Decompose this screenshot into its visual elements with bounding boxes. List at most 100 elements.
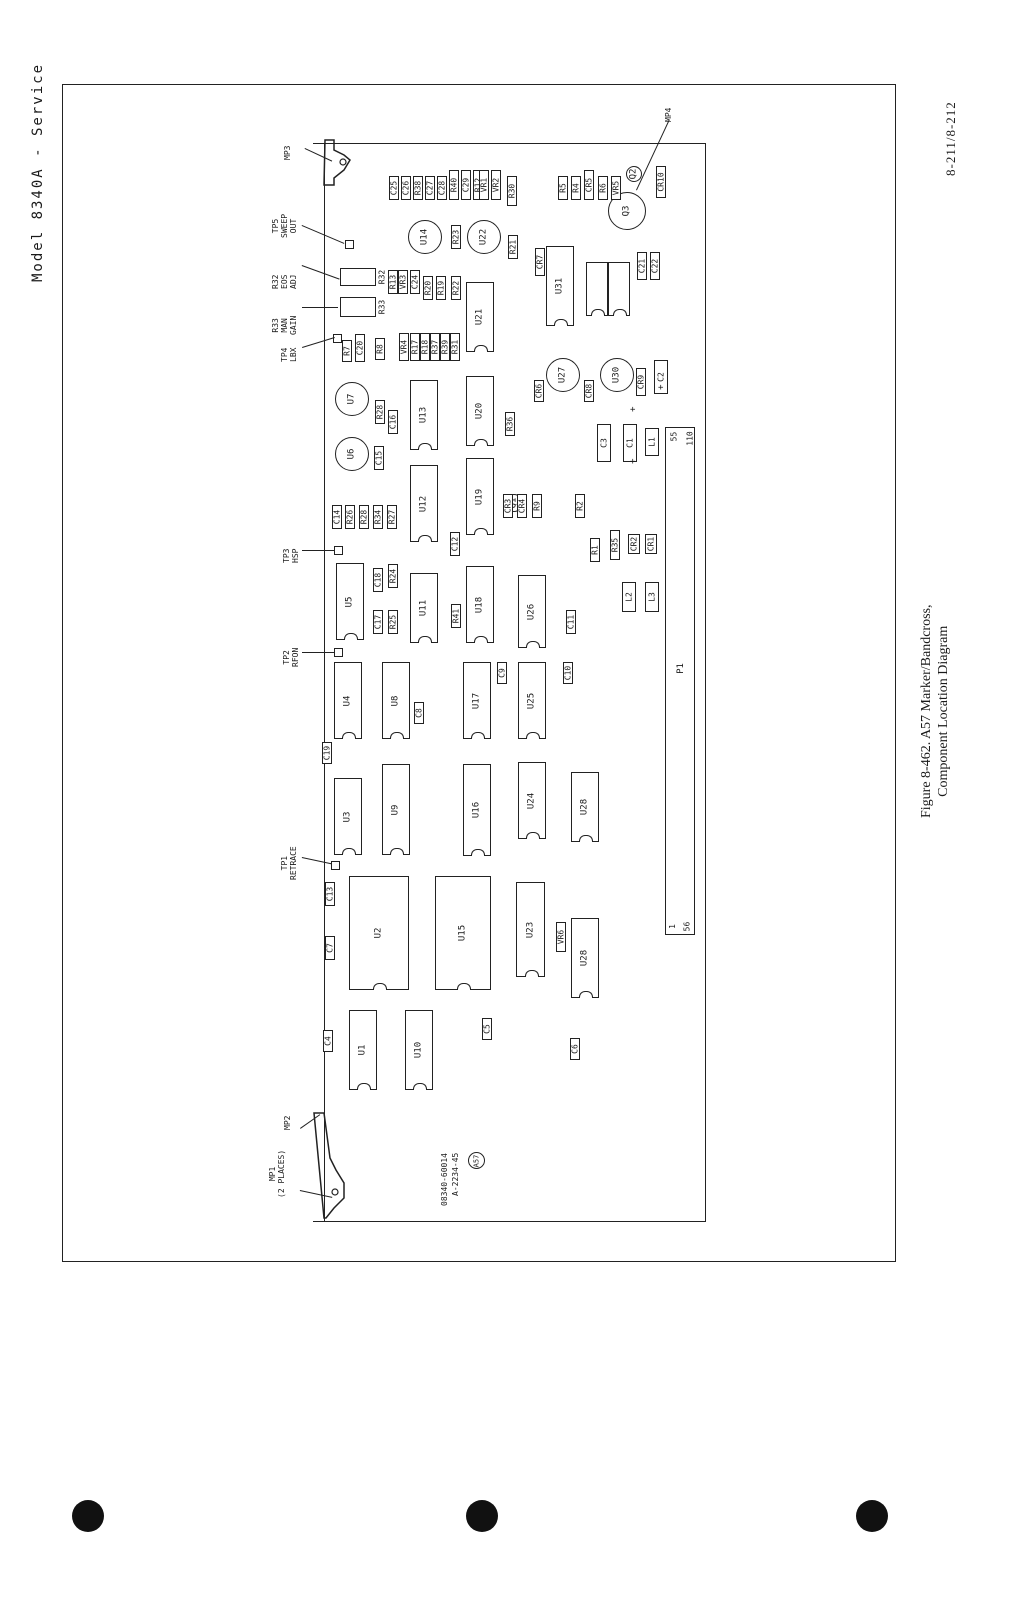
component-r28: R28 — [375, 400, 385, 424]
component-r13-label: R13 — [388, 274, 398, 290]
registration-dot — [466, 1500, 498, 1532]
component-cr10-label: CR10 — [656, 172, 666, 192]
component-cr8: CR8 — [584, 380, 594, 402]
ic-u28a: U28 — [571, 918, 599, 998]
component-r7-label: R7 — [342, 346, 352, 356]
component-c21: C21 — [637, 252, 647, 280]
component-r39-label: R39 — [440, 339, 450, 355]
ic-u15-label: U15 — [457, 924, 468, 942]
p1-edge-connector — [665, 427, 695, 935]
component-c9: C9 — [497, 662, 507, 684]
component-vr1-label: VR1 — [479, 177, 489, 193]
component-c17-label: C17 — [373, 614, 383, 630]
component-r31: R31 — [450, 333, 460, 361]
component-cr10: CR10 — [656, 166, 666, 198]
mp3-mounting-ear — [323, 139, 351, 186]
component-l3: L3 — [645, 582, 659, 612]
component-vr5: VR5 — [611, 176, 621, 200]
ic-u18-label: U18 — [474, 596, 485, 613]
component-c18-label: C18 — [373, 572, 383, 588]
round-part-u27-label: U27 — [557, 366, 568, 384]
component-c28: C28 — [437, 176, 447, 200]
ic-u5-label: U5 — [344, 596, 355, 607]
round-part-u6-label: U6 — [346, 448, 357, 460]
component-r20: R20 — [423, 276, 433, 300]
component-r36: R36 — [505, 412, 515, 436]
component-r2-label: R2 — [575, 501, 585, 511]
ic-u17: U17 — [463, 662, 491, 739]
component-c5-label: C5 — [482, 1024, 492, 1034]
ic-u19: U19 — [466, 458, 494, 535]
p1-pin-1: 1 — [667, 924, 677, 929]
circuit-board-outline — [313, 143, 706, 1222]
ic-u12: U12 — [410, 465, 438, 542]
ic-u31: U31 — [546, 246, 574, 326]
ic-u3-label: U3 — [342, 811, 353, 822]
component-r18-label: R18 — [420, 339, 430, 355]
component-c20: C20 — [355, 334, 365, 362]
round-part-u14-label: U14 — [419, 228, 430, 246]
component-cr7-label: CR7 — [535, 254, 545, 270]
ic-u15: U15 — [435, 876, 491, 990]
tp5-label: TP5 SWEEP OUT — [271, 213, 298, 238]
component-l2-label: L2 — [624, 592, 634, 602]
round-part-q2-label: Q2 — [628, 168, 639, 180]
component-r1-label: R1 — [590, 545, 600, 555]
component-r24: R24 — [388, 564, 398, 588]
component-r36-label: R36 — [505, 416, 515, 432]
component-cr6: CR6 — [534, 380, 544, 402]
mp1-label: MP1 (2 PLACES) — [268, 1149, 286, 1198]
ic-u16-label: U16 — [471, 801, 482, 819]
round-part-u6: U6 — [335, 437, 369, 471]
tp2-label: TP2 RFON — [282, 647, 300, 667]
page-header: Model 8340A - Service — [30, 62, 46, 282]
component-r26-label: R26 — [345, 509, 355, 525]
component-c15-label: C15 — [374, 450, 384, 466]
component-c26-label: C26 — [401, 180, 411, 196]
board-part-number: 08340-60014 — [440, 1153, 449, 1206]
component-c11: C11 — [566, 610, 576, 634]
ic-u13-label: U13 — [418, 406, 429, 424]
r33-resistor: R33 — [376, 297, 387, 317]
ic-u26: U26 — [518, 575, 546, 648]
component-r35-label: R35 — [610, 537, 620, 553]
component-vr5-label: VR5 — [611, 180, 621, 196]
ic-u11: U11 — [410, 573, 438, 643]
round-part-u27: U27 — [546, 358, 580, 392]
ic-u28a-label: U28 — [579, 949, 590, 967]
ic-u17-label: U17 — [471, 692, 482, 709]
component-c10: C10 — [563, 662, 573, 684]
ic-u12-label: U12 — [418, 495, 429, 512]
component-c9-label: C9 — [497, 668, 507, 678]
component-c14-label: C14 — [332, 509, 342, 525]
p1-pin-55: 55 — [669, 431, 679, 442]
component-r2: R2 — [575, 494, 585, 518]
component-c5: C5 — [482, 1018, 492, 1040]
ic-u1: U1 — [349, 1010, 377, 1090]
caption-line-1: Figure 8-462. A57 Marker/Bandcross, — [919, 604, 934, 818]
component-c15: C15 — [374, 446, 384, 470]
ic-u4-label: U4 — [342, 695, 353, 706]
component-c18: C18 — [373, 568, 383, 592]
component-r22-label: R22 — [451, 280, 461, 296]
tp5-test-point — [345, 240, 354, 249]
component-r20-label: R20 — [423, 280, 433, 296]
component-c16: C16 — [388, 410, 398, 434]
component-r27-label: R27 — [387, 509, 397, 525]
component-r6: R6 — [598, 176, 608, 200]
ic-u19-label: U19 — [474, 488, 485, 505]
ic-u31-label: U31 — [554, 277, 565, 295]
component-c7: C7 — [325, 936, 335, 960]
component-vr6-label: VR6 — [556, 929, 566, 945]
component-r35: R35 — [610, 530, 620, 560]
component-r34: R34 — [373, 505, 383, 529]
component-l1: L1 — [645, 428, 659, 456]
component-c2-label: C2 — [656, 372, 666, 382]
ic-u23: U23 — [516, 882, 545, 977]
component-c28-label: C28 — [437, 180, 447, 196]
component-r7: R7 — [342, 340, 352, 362]
component-r41: R41 — [451, 604, 461, 628]
ic-u4: U4 — [334, 662, 362, 739]
component-cr7: CR7 — [535, 248, 545, 276]
ic-u25: U25 — [518, 662, 546, 739]
